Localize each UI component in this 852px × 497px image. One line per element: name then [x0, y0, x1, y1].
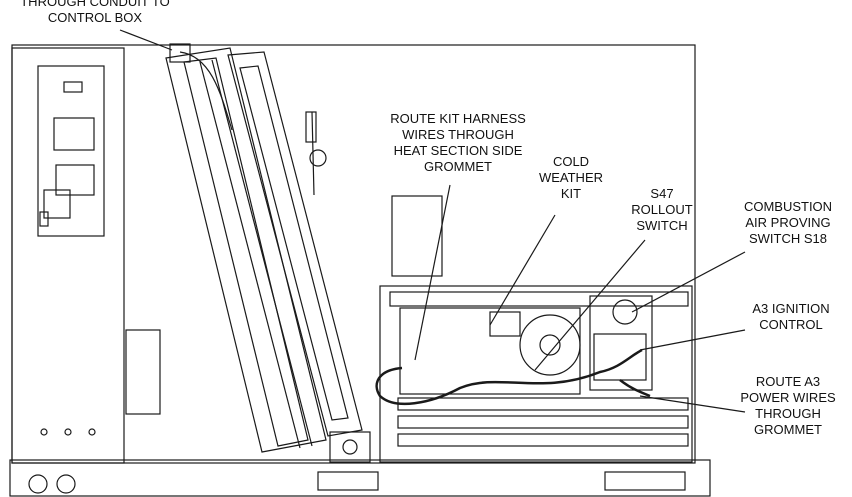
small-module [39, 211, 49, 227]
coil-frame-inner [183, 57, 309, 447]
grommet [342, 439, 358, 455]
panel-screw-2 [64, 428, 72, 436]
control-panel [11, 47, 125, 464]
conduit-box [169, 43, 191, 63]
panel-screw-3 [88, 428, 96, 436]
terminal-block [63, 81, 83, 93]
label-harness: ROUTE KIT HARNESS WIRES THROUGH HEAT SEC… [390, 111, 526, 174]
coil-fins-inner [239, 65, 349, 421]
contactor [55, 164, 95, 196]
base-slot-right [604, 471, 686, 491]
left-side-panel [125, 329, 161, 415]
blower-hub [539, 334, 561, 356]
leader-cold [489, 214, 556, 326]
leader-s47 [534, 239, 646, 371]
kit-harness [375, 348, 643, 406]
air-switch [612, 299, 638, 325]
valve-body [309, 149, 327, 167]
conduit-pipe [179, 51, 233, 131]
cabinet-outline [11, 44, 696, 464]
label-route-a3: ROUTE A3 POWER WIRES THROUGH GROMMET [740, 374, 836, 437]
heat-lower-rail-2 [397, 415, 689, 429]
coil-rod-1 [199, 61, 301, 449]
relay [43, 189, 71, 219]
valve-pipe [311, 111, 315, 196]
control-box [37, 65, 105, 237]
label-s47-rollout: S47 ROLLOUT SWITCH [631, 186, 693, 233]
label-combustion-switch: COMBUSTION AIR PROVING SWITCH S18 [743, 199, 833, 246]
panel-screw-1 [40, 428, 48, 436]
blower-wheel [519, 314, 581, 376]
base-slot-left [317, 471, 379, 491]
coil-frame-outer [165, 47, 327, 453]
label-conduit: THROUGH CONDUIT TO CONTROL BOX [20, 0, 170, 25]
leader-harness [414, 184, 451, 361]
a3-power-wire [619, 379, 651, 398]
gas-valve [489, 311, 521, 337]
coil-rod-2 [211, 59, 313, 447]
breaker [53, 117, 95, 151]
leader-combustion [631, 251, 746, 313]
control-bracket [589, 295, 653, 391]
grommet-plate [329, 431, 371, 463]
heat-section [379, 285, 693, 463]
base-hole-1 [28, 474, 48, 494]
valve-cap [305, 111, 317, 143]
ignition-board [593, 333, 647, 381]
burner-box [391, 195, 443, 277]
heat-upper-rail [389, 291, 689, 307]
leader-conduit [119, 29, 173, 51]
heat-lower-rail-1 [397, 397, 689, 411]
label-a3-ignition: A3 IGNITION CONTROL [752, 301, 830, 332]
coil-fins [227, 51, 363, 437]
base-rail [9, 459, 711, 497]
leader-a3 [639, 329, 746, 351]
label-cold-weather-kit: COLD WEATHER KIT [538, 154, 604, 201]
base-hole-2 [56, 474, 76, 494]
heat-lower-rail-3 [397, 433, 689, 447]
leader-route-a3 [639, 395, 746, 413]
